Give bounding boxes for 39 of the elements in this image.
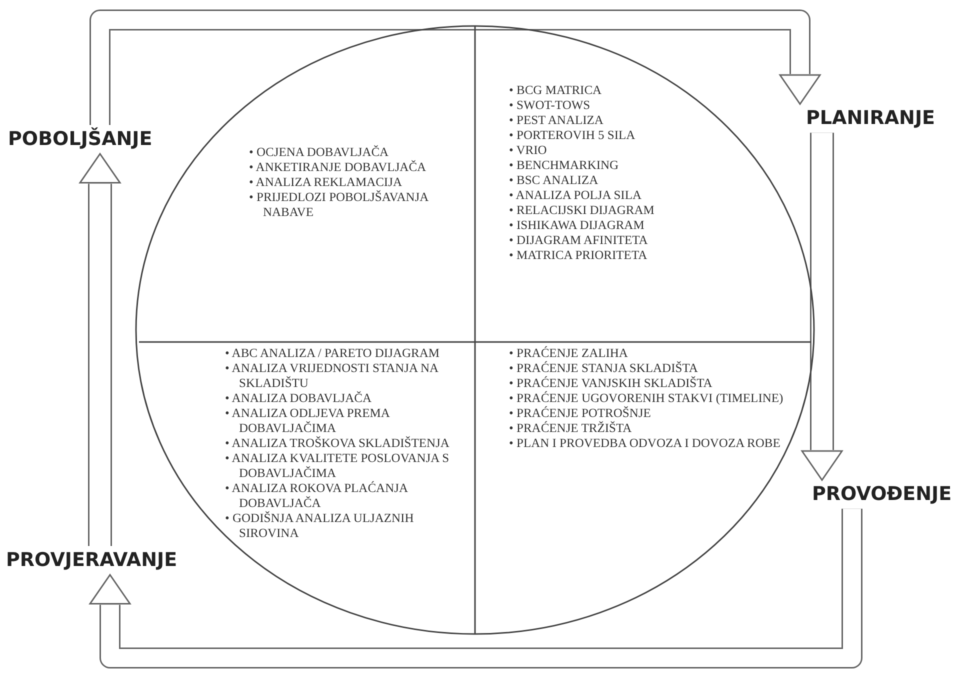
list-item: • ANALIZA ROKOVA PLAĆANJA DOBAVLJAČA <box>225 481 409 511</box>
list-item: • PRAĆENJE STANJA SKLADIŠTA <box>509 361 699 376</box>
list-item: • VRIO <box>509 143 548 158</box>
list-item: • OCJENA DOBAVLJAČA <box>249 145 390 160</box>
phase-label: PLANIRANJE <box>806 107 951 130</box>
list-item: • PRAĆENJE POTROŠNJE <box>509 406 652 421</box>
cycle-arrow <box>79 153 121 546</box>
list-item: • ANALIZA POLJA SILA <box>509 188 643 203</box>
list-item: • PLAN I PROVEDBA ODVOZA I DOVOZA ROBE <box>509 436 782 451</box>
list-item: • PEST ANALIZA <box>509 113 604 128</box>
list-item: • SWOT-TOWS <box>509 98 592 113</box>
list-item: • PORTEROVIH 5 SILA <box>509 128 636 143</box>
list-item: • ANKETIRANJE DOBAVLJAČA <box>249 160 428 175</box>
list-item: • ANALIZA KVALITETE POSLOVANJA S DOBAVLJAČIMA <box>225 451 450 481</box>
list-item: • PRAĆENJE VANJSKIH SKLADIŠTA <box>509 376 714 391</box>
list-item: • GODIŠNJA ANALIZA ULJAZNIH SIROVINA <box>225 511 415 541</box>
phase-label: PROVOĐENJE <box>812 483 952 506</box>
list-item: • ANALIZA TROŠKOVA SKLADIŠTENJA <box>225 436 450 451</box>
list-item: • RELACIJSKI DIJAGRAM <box>509 203 656 218</box>
phase-label: POBOLJŠANJE <box>8 128 173 151</box>
list-item: • PRAĆENJE TRŽIŠTA <box>509 421 633 436</box>
list-item: • PRAĆENJE UGOVORENIH STAKVI (TIMELINE) <box>509 391 784 406</box>
list-item: • MATRICA PRIORITETA <box>509 248 648 263</box>
list-item: • ANALIZA DOBAVLJAČA <box>225 391 373 406</box>
list-item: • ANALIZA ODLJEVA PREMA DOBAVLJAČIMA <box>225 406 391 436</box>
list-item: • DIJAGRAM AFINITETA <box>509 233 649 248</box>
cycle-arrow <box>89 508 862 668</box>
list-item: • BENCHMARKING <box>509 158 620 173</box>
list-item: • PRIJEDLOZI POBOLJŠAVANJA NABAVE <box>249 190 430 220</box>
list-item: • PRAĆENJE ZALIHA <box>509 346 629 361</box>
list-item: • ISHIKAWA DIJAGRAM <box>509 218 646 233</box>
list-item: • ABC ANALIZA / PARETO DIJAGRAM <box>225 346 440 361</box>
list-item: • ANALIZA VRIJEDNOSTI STANJA NA SKLADIŠTU <box>225 361 440 391</box>
list-item: • BCG MATRICA <box>509 83 603 98</box>
list-item: • ANALIZA REKLAMACIJA <box>249 175 403 190</box>
cycle-arrow <box>90 10 821 125</box>
list-item: • BSC ANALIZA <box>509 173 600 188</box>
cycle-arrow <box>801 132 843 481</box>
phase-label: PROVJERAVANJE <box>6 549 186 572</box>
